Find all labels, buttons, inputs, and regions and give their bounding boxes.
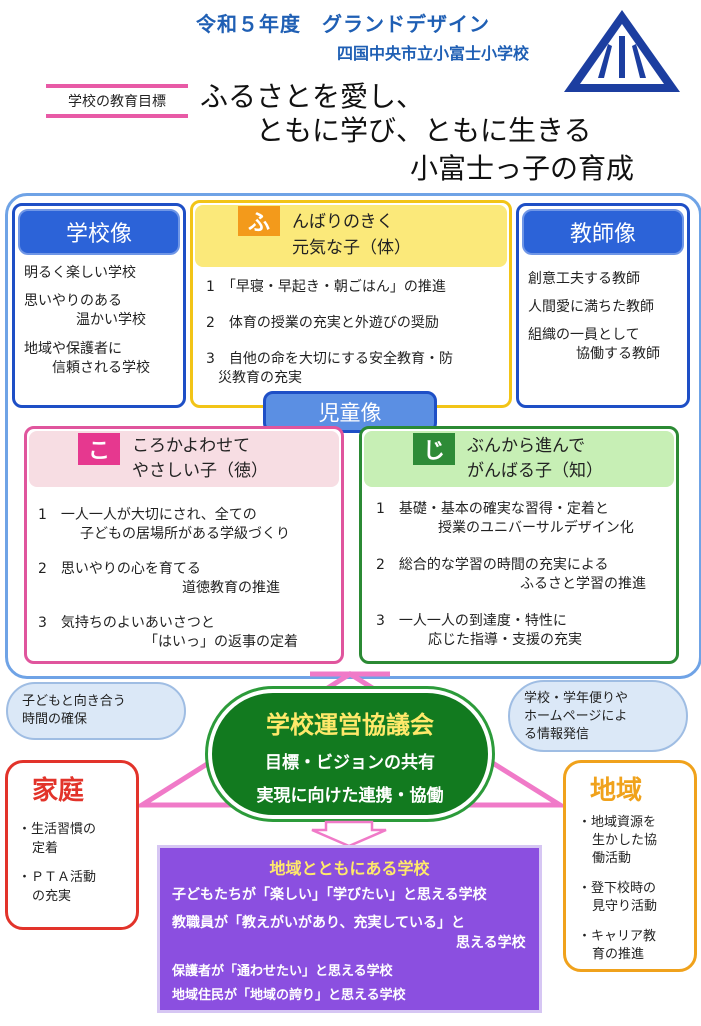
- fu-title-2: 元気な子（体）: [292, 238, 411, 258]
- ko-title-2: やさしい子（徳）: [132, 461, 268, 481]
- school-name: 四国中央市立小富士小学校: [337, 44, 530, 63]
- ji-title-2: がんばる子（知）: [467, 461, 603, 481]
- together-line-1: 子どもたちが「楽しい」「学びたい」と思える学校: [172, 887, 487, 903]
- ji-item: 1 基礎・基本の確実な習得・定着と授業のユニバーサルデザイン化: [376, 501, 634, 536]
- teacher-image-item: 創意工夫する教師: [528, 271, 640, 287]
- together-line-2b: 思える学校: [456, 935, 526, 951]
- cloud-left: 子どもと向き合う時間の確保: [6, 682, 186, 740]
- fu-char-badge: ふ: [238, 206, 280, 236]
- page-title: 令和５年度 グランドデザイン: [196, 12, 490, 36]
- ko-title-1: ころかよわせて: [132, 436, 251, 456]
- community-item: ・登下校時の見守り活動: [578, 881, 658, 914]
- teacher-image-item: 組織の一員として協働する教師: [528, 327, 660, 362]
- down-arrow-icon: [311, 820, 387, 848]
- council-line-1: 目標・ビジョンの共有: [265, 753, 435, 773]
- together-line-2: 教職員が「教えがいがあり、充実している」と: [172, 915, 466, 931]
- ji-item: 2 総合的な学習の時間の充実によるふるさと学習の推進: [376, 557, 646, 592]
- community-box: [563, 760, 697, 972]
- teacher-image-title: 教師像: [522, 209, 684, 255]
- ko-item: 1 一人一人が大切にされ、全ての子どもの居場所がある学級づくり: [38, 507, 290, 542]
- ko-box: [24, 426, 344, 664]
- fu-item: 3 自他の命を大切にする安全教育・防災教育の充実: [206, 351, 454, 386]
- together-line-3: 保護者が「通わせたい」と思える学校: [172, 964, 393, 979]
- council-ellipse: 学校運営協議会 目標・ビジョンの共有 実現に向けた連携・協働: [205, 686, 495, 822]
- together-title: 地域とともにある学校: [269, 859, 430, 878]
- goal-line-1: ふるさとを愛し、: [200, 80, 425, 113]
- fu-item: 2 体育の授業の充実と外遊びの奨励: [206, 315, 439, 331]
- mountain-emblem-icon: [564, 10, 680, 92]
- ji-title-1: ぶんから進んで: [467, 436, 586, 456]
- teacher-image-box: 教師像: [516, 203, 690, 408]
- fu-item: 1 「早寝・早起き・朝ごはん」の推進: [206, 279, 446, 295]
- ko-item: 2 思いやりの心を育てる道徳教育の推進: [38, 561, 280, 596]
- goal-line-2: ともに学び、ともに生きる: [256, 114, 592, 147]
- cloud-right: 学校・学年便りやホームページによる情報発信: [508, 680, 688, 752]
- school-image-item: 地域や保護者に信頼される学校: [24, 341, 150, 376]
- ji-item: 3 一人一人の到達度・特性に応じた指導・支援の充実: [376, 613, 582, 648]
- community-item: ・地域資源を生かした協働活動: [578, 815, 658, 866]
- school-image-title: 学校像: [18, 209, 180, 255]
- ko-char-badge: こ: [78, 433, 120, 465]
- home-box: [5, 760, 139, 930]
- community-item: ・キャリア教育の推進: [578, 929, 657, 962]
- ko-item: 3 気持ちのよいあいさつと「はいっ」の返事の定着: [38, 615, 298, 650]
- fu-box: [190, 200, 512, 408]
- home-title: 家庭: [32, 776, 85, 806]
- community-title: 地域: [590, 776, 643, 806]
- home-item: ・ＰＴＡ活動の充実: [18, 870, 97, 904]
- ji-char-badge: じ: [413, 433, 455, 465]
- school-image-item: 思いやりのある温かい学校: [24, 293, 146, 328]
- ji-box: [359, 426, 679, 664]
- together-box: 地域とともにある学校 子どもたちが「楽しい」「学びたい」と思える学校 教職員が「…: [157, 845, 542, 1013]
- teacher-image-item: 人間愛に満ちた教師: [528, 299, 654, 315]
- council-title: 学校運営協議会: [266, 711, 434, 739]
- council-line-2: 実現に向けた連携・協働: [256, 786, 444, 806]
- home-item: ・生活習慣の定着: [18, 822, 97, 856]
- goal-line-3: 小富士っ子の育成: [410, 152, 635, 185]
- fu-title-1: んばりのきく: [292, 212, 394, 232]
- goal-label: 学校の教育目標: [46, 84, 188, 118]
- school-image-box: 学校像: [12, 203, 186, 408]
- together-line-4: 地域住民が「地域の誇り」と思える学校: [172, 988, 406, 1003]
- school-image-item: 明るく楽しい学校: [24, 265, 136, 281]
